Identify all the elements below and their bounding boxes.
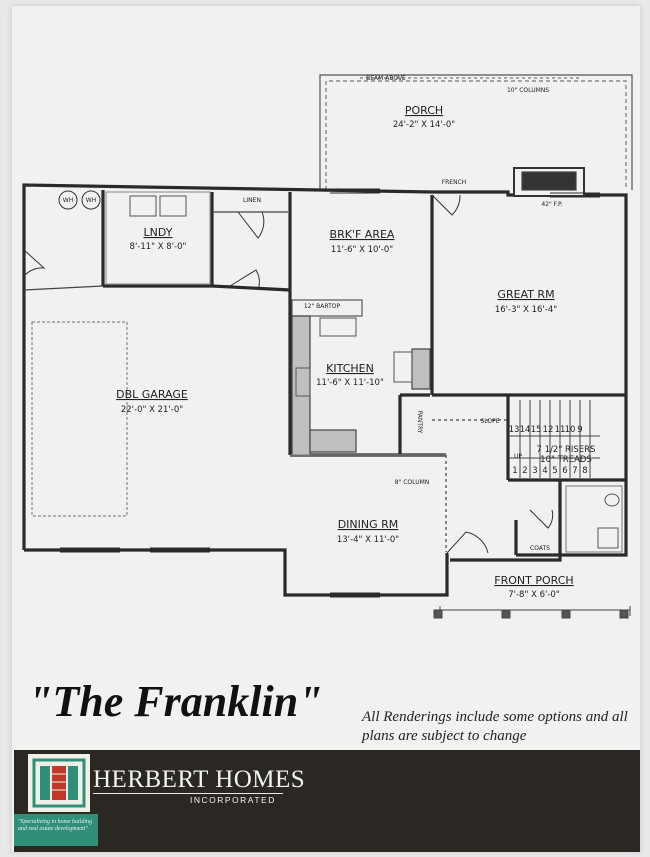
stair-number: 11 <box>555 425 566 435</box>
stair-number: 9 <box>577 425 582 435</box>
stair-number: 15 <box>531 425 542 435</box>
front-porch-outline <box>433 606 631 619</box>
stairs-upper-numbers: 13 14 15 12 11 10 9 <box>509 425 583 435</box>
stair-number: 6 <box>562 466 567 476</box>
garage-dim: 22'-0" X 21'-0" <box>121 405 183 415</box>
stair-number: 1 <box>512 466 517 476</box>
exterior-walls <box>22 183 628 597</box>
columns-label: 10" COLUMNS <box>507 87 549 94</box>
stair-number: 10 <box>565 425 576 435</box>
interior-lines <box>23 167 585 552</box>
coats-label: COATS <box>530 545 550 552</box>
stair-number: 13 <box>509 425 520 435</box>
up-label: UP <box>514 453 522 460</box>
breakfast-dim: 11'-6" X 10'-0" <box>331 245 393 255</box>
great-room-name: GREAT RM <box>497 288 554 301</box>
stairs-lower-numbers: 1 2 3 4 5 6 7 8 <box>512 466 587 476</box>
fixtures <box>129 195 623 553</box>
company-logo <box>28 754 90 812</box>
stair-number: 7 <box>572 466 577 476</box>
risers-label: 7 1/2" RISERS <box>537 445 596 455</box>
linen-label: LINEN <box>243 197 261 204</box>
door-swings <box>23 194 554 554</box>
footer-band <box>14 750 640 852</box>
stair-number: 5 <box>552 466 557 476</box>
front-porch-dim: 7'-8" X 6'-0" <box>508 590 560 600</box>
porch-dim: 24'-2" X 14'-0" <box>393 120 455 130</box>
bartop-label: 12" BARTOP <box>304 303 341 310</box>
brand-name: HERBERT HOMES <box>93 766 306 793</box>
brand-divider <box>93 793 283 794</box>
front-porch-name: FRONT PORCH <box>494 574 573 587</box>
dining-dim: 13'-4" X 11'-0" <box>337 535 399 545</box>
pantry-label: PANTRY <box>416 411 423 434</box>
water-heater-2: WH <box>86 197 96 204</box>
kitchen-dim: 11'-6" X 11'-10" <box>316 378 384 388</box>
stair-number: 3 <box>532 466 537 476</box>
column-label: 8" COLUMN <box>395 479 430 486</box>
windows <box>60 188 600 598</box>
fireplace-label: 42" F.P. <box>541 201 562 208</box>
logo-mark-icon <box>32 758 86 808</box>
treads-label: 10" TREADS <box>540 455 592 465</box>
laundry-name: LNDY <box>144 226 173 239</box>
brand-subtitle: INCORPORATED <box>190 795 276 805</box>
stair-number: 12 <box>543 425 554 435</box>
stair-number: 4 <box>542 466 547 476</box>
breakfast-name: BRK'F AREA <box>330 228 395 241</box>
stair-treads <box>508 400 600 478</box>
kitchen-name: KITCHEN <box>326 362 374 375</box>
water-heater-1: WH <box>63 197 73 204</box>
slope-label: SLOPE <box>480 418 499 425</box>
disclaimer: All Renderings include some options and … <box>362 709 628 744</box>
water-heaters <box>58 190 101 210</box>
dining-name: DINING RM <box>338 518 399 531</box>
french-label: FRENCH <box>442 179 467 186</box>
brand-tagline: "Specializing in home building and real … <box>14 814 98 846</box>
great-room-dim: 16'-3" X 16'-4" <box>495 305 557 315</box>
stair-number: 14 <box>520 425 531 435</box>
plan-title: "The Franklin" <box>28 677 323 726</box>
stair-number: 2 <box>522 466 527 476</box>
laundry-dim: 8'-11" X 8'-0" <box>130 242 187 252</box>
beam-above-label: BEAM ABOVE <box>366 75 406 82</box>
porch-name: PORCH <box>405 104 443 117</box>
garage-name: DBL GARAGE <box>116 388 188 401</box>
stair-number: 8 <box>582 466 587 476</box>
rear-porch-outline <box>319 74 633 190</box>
